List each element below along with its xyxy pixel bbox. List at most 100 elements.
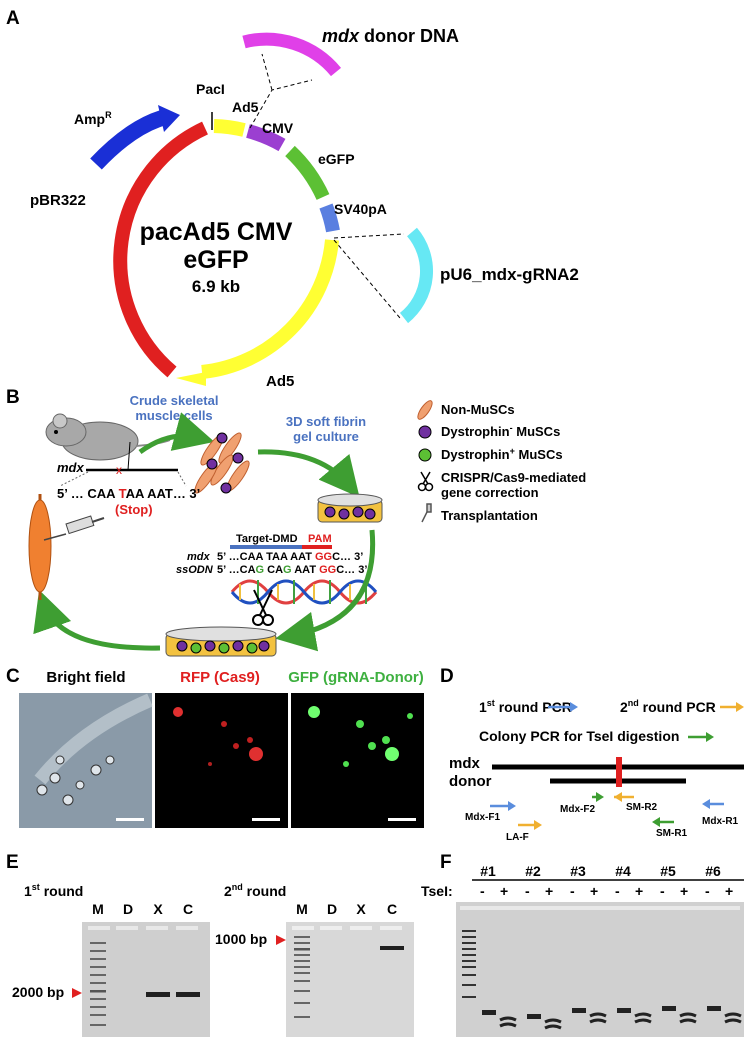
gel-second-round [286,922,414,1037]
gel1-lane-c: C [183,901,193,917]
gel2-lane-m: M [296,901,308,917]
gel1-lane-m: M [92,901,104,917]
legend-scissors-icon [417,471,434,492]
legend-dystrophin-pos: Dystrophin+ MuSCs [441,446,563,462]
label-pbr322: pBR322 [30,192,86,209]
row-mdx-seq: 5’ …CAA TAA AAT GGC… 3’ [217,551,363,563]
mouse-icon [45,413,171,461]
arrow-dish-to-muscle [33,589,161,651]
panel-letter-b: B [6,387,20,408]
label-cmv: CMV [262,120,294,136]
soft-gel-line2: gel culture [293,429,359,444]
label-ad5-top: Ad5 [232,99,259,115]
primer-mdx-f2: Mdx-F2 [560,804,595,815]
svg-text:+: + [680,883,688,899]
panel-letter-a: A [6,8,20,29]
culture-dish-top [317,493,383,523]
plasmid-title-line1: pacAd5 CMV [140,218,293,246]
plasmid-map [90,32,433,386]
svg-text:+: + [590,883,598,899]
plasmid-size: 6.9 kb [192,277,240,296]
rfp-image [155,693,288,828]
bright-field-image [19,693,153,828]
ad5-arrowhead [176,372,206,386]
primer-sm-r2: SM-R2 [626,802,658,813]
marker-2000bp: 2000 bp [12,984,64,1000]
ad5-top-segment [213,119,246,137]
ad5-bottom-segment [201,239,339,379]
svg-text:#2: #2 [525,863,541,879]
gel2-lane-x: X [356,901,366,917]
syringe-icon [43,515,105,541]
tsel-label: TseI: [421,883,453,899]
gel1-lane-d: D [123,901,133,917]
label-grna: pU6_mdx-gRNA2 [440,265,579,284]
legend-dystrophin-neg: Dystrophin- MuSCs [441,423,560,439]
legend-syringe-icon [421,503,432,523]
label-rfp: RFP (Cas9) [180,669,260,686]
panel-letter-c: C [6,666,20,687]
mutation-x-mark: x [116,463,122,477]
gfp-image [291,693,424,828]
marker-1000bp: 1000 bp [215,931,267,947]
spindle-cell-icon [417,400,433,420]
arrow-mouse-to-cells [138,412,215,455]
sv40pa-segment [319,203,340,233]
svg-text:#5: #5 [660,863,676,879]
primer-mdx-r1: Mdx-R1 [702,816,739,827]
cmv-segment [245,124,286,152]
label-first-round: 1st round [24,882,83,899]
gel2-lane-d: D [327,901,337,917]
legend-first-round: 1st round PCR [479,698,572,715]
svg-text:-: - [660,883,665,899]
svg-text:-: - [705,883,710,899]
row-mdx-label: mdx [187,551,211,563]
label-gfp: GFP (gRNA-Donor) [288,669,424,686]
crude-cells-line2: muscle cells [135,408,212,423]
arrow-cells-to-dish [257,449,360,498]
label-sv40pa: SV40pA [334,201,387,217]
donor-dna-arc [242,32,342,77]
svg-text:#6: #6 [705,863,721,879]
legend-crispr-line1: CRISPR/Cas9-mediated [441,470,586,485]
svg-text:-: - [525,883,530,899]
plasmid-title-line2: eGFP [183,246,248,274]
label-bright-field: Bright field [46,669,125,686]
soft-gel-line1: 3D soft fibrin [286,414,366,429]
legend-non-muscs: Non-MuSCs [441,402,515,417]
primer-mdx-f1: Mdx-F1 [465,812,500,823]
culture-dish-bottom [165,626,277,657]
grna-arc [399,227,433,324]
pbr322-segment [113,121,208,378]
ampr-segment [90,110,165,170]
panel-b-legend: Non-MuSCs Dystrophin- MuSCs Dystrophin+ … [417,400,586,523]
purple-dot-icon [418,425,432,439]
crude-cells-line1: Crude skeletal [130,393,219,408]
crude-cell-cluster [194,432,250,494]
gel-first-round [82,922,210,1037]
panel-f-headers: #1 #2 #3 #4 #5 #6 TseI: - + - + - + - + … [421,863,744,899]
muscle-icon [28,494,52,600]
primer-la-f: LA-F [506,832,529,843]
svg-text:+: + [725,883,733,899]
stop-label: (Stop) [115,502,153,517]
svg-text:-: - [570,883,575,899]
panel-letter-d: D [440,666,454,687]
label-ampr: AmpR [74,110,112,127]
target-dmd-label: Target-DMD [236,533,298,545]
row-ssodn-seq: 5’ …CAG CAG AAT GGC… 3’ [217,564,367,576]
primer-sm-r1: SM-R1 [656,828,688,839]
svg-text:#1: #1 [480,863,496,879]
svg-text:+: + [635,883,643,899]
panel-letter-f: F [440,852,452,873]
legend-second-round: 2nd round PCR [620,698,716,715]
label-ad5-bottom: Ad5 [266,373,294,390]
pam-label: PAM [308,533,332,545]
row-ssodn-label: ssODN [176,564,214,576]
svg-text:#4: #4 [615,863,631,879]
label-second-round: 2nd round [224,882,286,899]
legend-colony-pcr: Colony PCR for TseI digestion [479,728,679,744]
legend-crispr-line2: gene correction [441,485,539,500]
label-paci: PacI [196,81,225,97]
